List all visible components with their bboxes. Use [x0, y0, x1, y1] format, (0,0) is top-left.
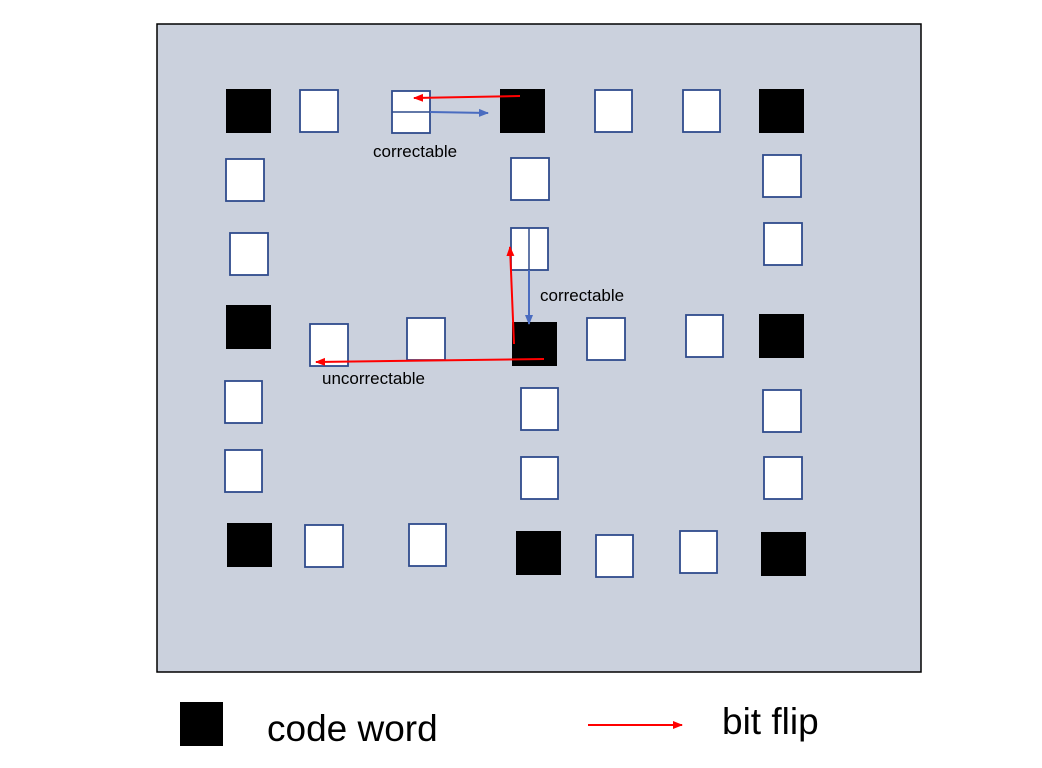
qubit-cell	[520, 456, 559, 500]
code-word-cell	[759, 314, 804, 358]
code-word-cell	[516, 531, 561, 575]
qubit-cell	[304, 524, 344, 568]
code-word-cell	[761, 532, 806, 576]
code-word-cell	[227, 523, 272, 567]
qubit-cell	[224, 449, 263, 493]
qubit-cell	[225, 158, 265, 202]
bit-flip-arrow-top	[413, 93, 521, 102]
code-word-cell	[226, 89, 271, 133]
bit-flip-arrow-left	[315, 357, 545, 366]
label-uncorrectable: uncorrectable	[322, 369, 425, 388]
qubit-cell	[586, 317, 626, 361]
qubit-cell	[510, 157, 550, 201]
code-word-cell	[226, 305, 271, 349]
qubit-cell	[594, 89, 633, 133]
code-word-cell	[759, 89, 804, 133]
legend-bit-flip-label: bit flip	[722, 701, 819, 742]
qubit-cell	[595, 534, 634, 578]
qubit-cell	[406, 317, 446, 361]
qubit-cell	[762, 389, 802, 433]
correction-arrow-right	[429, 108, 489, 117]
qubit-cell	[224, 380, 263, 424]
qubit-cell	[520, 387, 559, 431]
qubit-cell	[763, 222, 803, 266]
lattice-cells	[224, 89, 806, 578]
qubit-cell	[682, 89, 721, 133]
legend-code-word-swatch	[180, 702, 223, 746]
qubit-cell	[408, 523, 447, 567]
qubit-cell	[229, 232, 269, 276]
qubit-cell	[679, 530, 718, 574]
qubit-cell	[309, 323, 349, 367]
qubit-cell	[763, 456, 803, 500]
label-correctable-top: correctable	[373, 142, 457, 161]
qubit-cell	[299, 89, 339, 133]
qubit-cell	[685, 314, 724, 358]
legend-code-word-label: code word	[267, 708, 438, 749]
bit-flip-arrow-up	[506, 246, 515, 345]
qubit-cell	[762, 154, 802, 198]
label-correctable-mid: correctable	[540, 286, 624, 305]
